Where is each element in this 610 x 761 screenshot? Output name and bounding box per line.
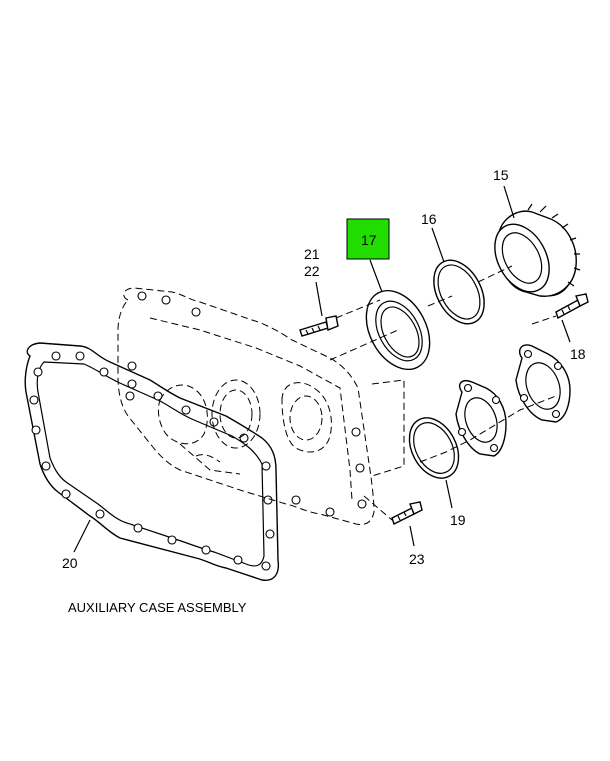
- callout-19[interactable]: 19: [450, 512, 466, 528]
- part-15-bearing[interactable]: [484, 203, 586, 307]
- callout-20[interactable]: 20: [62, 555, 78, 571]
- callout-15[interactable]: 15: [493, 167, 509, 183]
- part-19-seal-ring[interactable]: [400, 409, 469, 486]
- bearing-cover[interactable]: [515, 344, 571, 423]
- part-21-22-bolt[interactable]: [299, 315, 339, 337]
- callout-23[interactable]: 23: [409, 551, 425, 567]
- callout-16[interactable]: 16: [421, 211, 437, 227]
- cover-gasket[interactable]: [455, 380, 507, 457]
- part-17-retainer-ring[interactable]: [354, 280, 443, 380]
- assembly-center-lines: [329, 265, 557, 521]
- part-16-snap-ring[interactable]: [424, 252, 495, 333]
- callout-22[interactable]: 22: [304, 263, 320, 279]
- callout-21[interactable]: 21: [304, 246, 320, 262]
- callout-18[interactable]: 18: [570, 346, 586, 362]
- auxiliary-case-housing: [117, 287, 375, 525]
- diagram-caption: AUXILIARY CASE ASSEMBLY: [68, 600, 247, 615]
- callout-17[interactable]: 17: [361, 232, 377, 248]
- highlight-box: [346, 218, 390, 260]
- part-23-bolt[interactable]: [391, 501, 423, 525]
- part-18-bolt[interactable]: [555, 293, 589, 320]
- leader-lines: [73, 185, 571, 553]
- part-20-gasket[interactable]: [24, 342, 280, 581]
